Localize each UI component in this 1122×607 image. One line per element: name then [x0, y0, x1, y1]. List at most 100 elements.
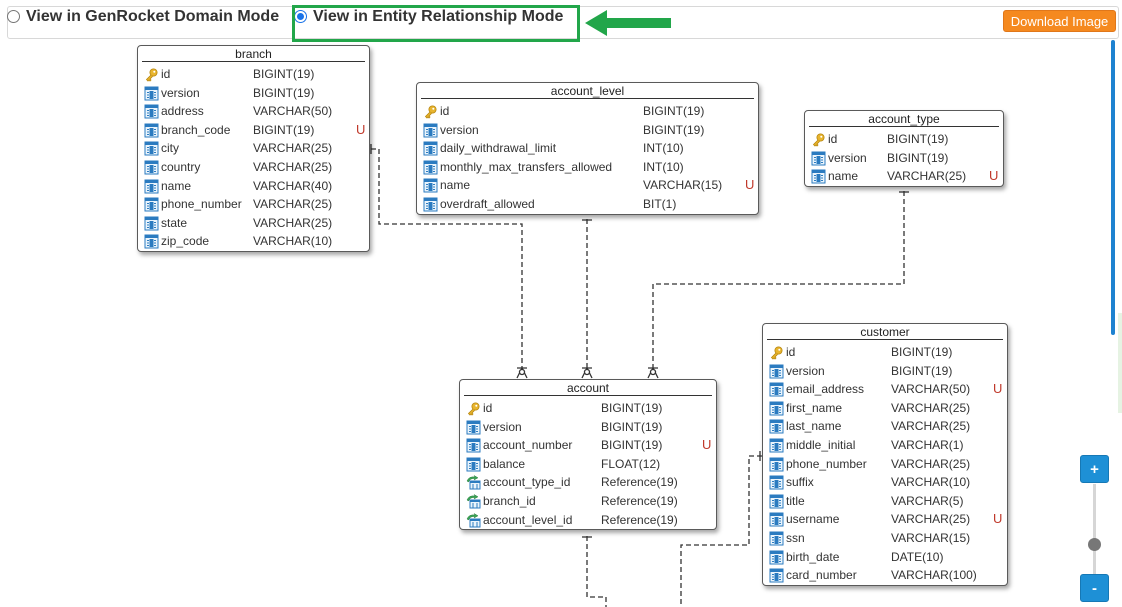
- field-name: version: [483, 419, 522, 434]
- account-lower-relation: [586, 536, 607, 607]
- field-type: VARCHAR(25): [891, 419, 971, 434]
- column-icon: [423, 160, 438, 175]
- field-row[interactable]: version BIGINT(19): [460, 418, 716, 437]
- field-name: monthly_max_transfers_allowed: [440, 159, 613, 174]
- zoom-out-button[interactable]: -: [1080, 574, 1109, 602]
- vertical-scrollbar[interactable]: [1111, 40, 1115, 335]
- field-name: version: [828, 150, 867, 165]
- reference-icon: [466, 494, 481, 509]
- column-icon: [769, 475, 784, 490]
- field-type: VARCHAR(40): [253, 178, 333, 193]
- unique-constraint-marker: U: [702, 437, 712, 453]
- field-row[interactable]: state VARCHAR(25): [138, 214, 369, 233]
- field-type: VARCHAR(25): [253, 141, 333, 156]
- download-image-button[interactable]: Download Image: [1003, 10, 1116, 32]
- field-name: ssn: [786, 530, 805, 545]
- pointer-arrow-icon: [585, 10, 671, 36]
- zoom-in-button[interactable]: +: [1080, 455, 1109, 483]
- field-type: VARCHAR(1): [891, 437, 964, 452]
- key-icon: [144, 67, 159, 82]
- field-name: email_address: [786, 382, 865, 397]
- field-type: BIGINT(19): [887, 132, 949, 146]
- entity-title: account: [464, 380, 712, 396]
- field-name: state: [161, 215, 188, 230]
- mode-er-radio[interactable]: [294, 10, 307, 23]
- field-row[interactable]: name VARCHAR(40): [138, 177, 369, 196]
- column-icon: [423, 123, 438, 138]
- column-icon: [144, 123, 159, 138]
- column-icon: [466, 457, 481, 472]
- zoom-slider-track[interactable]: [1093, 484, 1096, 574]
- field-name: name: [161, 178, 192, 193]
- unique-constraint-marker: U: [745, 177, 755, 193]
- field-type: VARCHAR(25): [253, 215, 333, 230]
- field-name: last_name: [786, 419, 842, 434]
- field-row[interactable]: version BIGINT(19): [805, 149, 1003, 168]
- column-icon: [769, 382, 784, 397]
- field-name: version: [161, 85, 200, 100]
- field-name: branch_code: [161, 122, 231, 137]
- field-row[interactable]: last_name VARCHAR(25): [763, 417, 1007, 436]
- field-type: BIGINT(19): [601, 419, 663, 434]
- field-name: branch_id: [483, 493, 536, 508]
- field-name: title: [786, 493, 805, 508]
- field-name: country: [161, 159, 201, 174]
- column-icon: [144, 234, 159, 249]
- mode-domain-label: View in GenRocket Domain Mode: [26, 7, 280, 25]
- column-icon: [811, 169, 826, 184]
- key-icon: [769, 345, 784, 360]
- field-type: VARCHAR(25): [887, 169, 967, 184]
- field-name: id: [483, 401, 493, 415]
- mode-domain-option[interactable]: View in GenRocket Domain Mode: [7, 0, 279, 33]
- entity-title: customer: [767, 324, 1003, 340]
- field-type: VARCHAR(10): [891, 475, 971, 490]
- key-icon: [811, 132, 826, 147]
- mode-domain-radio[interactable]: [7, 10, 20, 23]
- field-name: card_number: [786, 568, 857, 583]
- column-icon: [769, 568, 784, 583]
- field-name: id: [786, 345, 796, 359]
- mode-er-option[interactable]: View in Entity Relationship Mode: [294, 0, 563, 33]
- field-type: BIGINT(19): [887, 150, 949, 165]
- zoom-slider-handle[interactable]: [1088, 538, 1101, 551]
